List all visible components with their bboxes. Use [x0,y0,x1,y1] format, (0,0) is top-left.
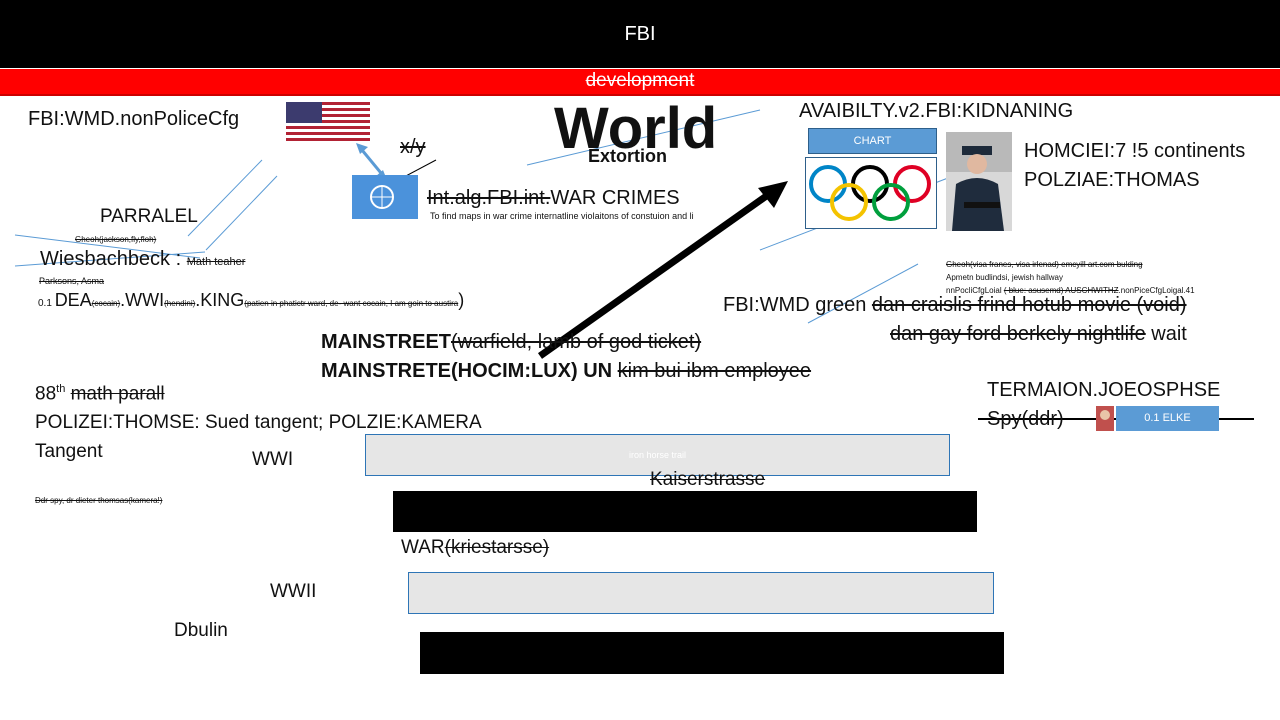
blue-line [205,175,278,251]
war-text: WAR [401,537,445,558]
spy-label: Spy(ddr) [987,408,1064,430]
int-alg-text: Int.alg.FBI.int. [427,187,551,209]
mainstrete-line: MAINSTRETE(HOCIM:LUX) UN kim bui ibm emp… [321,360,811,383]
wwi-label: WWI [252,449,294,470]
wwi-sub: (hendini) [164,299,196,308]
dea-sub: (cocain) [91,299,121,308]
double-arrow-line [360,149,383,174]
dan2-line: dan gay ford berkely nightlife wait [890,323,1187,346]
math-parall: math parall [70,383,165,405]
eighty-eight: 88 [35,383,57,405]
mainstreet-strike: (warfield, lamb of god ticket) [451,331,702,353]
us-flag-icon [286,102,370,141]
mainstrete-text: MAINSTRETE(HOCIM:LUX) UN [321,360,618,382]
grey-box-2 [408,572,994,614]
gheoh-note: Gheoh(jackson,fly,floh) [75,235,157,244]
black-box-1 [393,491,977,532]
eighty-eight-sup: th [56,383,66,395]
wiesbachbeck-line: Wiesbachbeck : Math teaher [40,248,245,271]
fbi-green-line: FBI:WMD green dan craislis frind hotub m… [723,294,1187,317]
extortion-label: Extortion [588,146,667,166]
king-sub: (patien in phatictr ward, de- want cocai… [244,299,459,308]
polizei-label: POLIZEI:THOMSE: Sued tangent; POLZIE:KAM… [35,412,482,433]
eighty-eighth-line: 88th math parall [35,383,165,405]
big-arrow-shaft [537,189,775,359]
iron-horse-box: iron horse trail [365,434,950,476]
nonpoli-strike: ( blue: asusemd) AUSCHWITHZ [1003,286,1119,295]
maps-note: To find maps in war crime internatline v… [430,211,694,221]
mainstrete-strike: kim bui ibm employee [617,360,812,382]
world-title: World [554,96,718,161]
elke-box: 0.1 ELKE [1116,406,1219,431]
king-text: .KING [195,290,245,310]
homciei-label: HOMCIEI:7 !5 continents [1024,140,1246,162]
dan1-text: dan craislis frind hotub movie (void) [871,294,1187,316]
development-label: development [585,70,695,91]
dan2-tail: wait [1145,323,1187,345]
header-title: FBI [624,23,656,45]
blue-line [526,109,761,166]
mainstreet-line: MAINSTREET(warfield, lamb of god ticket) [321,331,701,354]
war-crimes-text: WAR CRIMES [550,187,680,209]
war-crimes-line: Int.alg.FBI.int.WAR CRIMES [427,187,680,210]
arrow-head [356,143,368,154]
police-officer-photo [946,132,1012,231]
war-strike: (kriestarsse) [444,537,550,558]
apmetn-note: Apmetn budlindsi, jewish hallway [946,273,1063,282]
black-box-2 [420,632,1004,674]
dbulin-label: Dbulin [174,620,228,641]
xy-label: x/y [400,136,426,158]
big-arrow-head [758,181,788,208]
blue-line [187,159,263,237]
parralel-label: PARRALEL [100,206,198,227]
dea-line: 0.1 DEA(cocain).WWI(hendini).KING(patien… [38,290,464,311]
fbi-wmd-label: FBI:WMD.nonPoliceCfg [28,108,240,130]
blue-line [14,251,206,267]
polziae-label: POLZIAE:THOMAS [1024,169,1200,191]
wiesbachbeck-text: Wiesbachbeck : [40,248,187,270]
un-flag-icon [352,175,418,219]
termaion-label: TERMAION.JOEOSPHSE [987,379,1221,401]
dea-prefix: 0.1 [38,298,55,309]
math-teacher-text: Math teaher [186,256,246,268]
tangent-label: Tangent [35,441,103,462]
wwii-label: WWII [270,581,317,602]
availability-label: AVAIBILTY.v2.FBI:KIDNANING [799,100,1074,122]
blue-line [807,263,919,324]
ddr-spy-note: Ddr spy, dr dieter thomsas(kamera!) [35,496,163,505]
close-paren: ) [458,290,465,310]
nonpoli-note: nnPocliCfgLoial ( blue: asusemd) AUSCHWI… [946,286,1195,295]
elke-photo [1096,406,1114,431]
parksons-note: Parksons, Asma [39,276,105,286]
dea-text: DEA [54,290,92,310]
dan2-strike: dan gay ford berkely nightlife [890,323,1146,345]
kaiserstrasse-label: Kaiserstrasse [650,469,766,490]
chart-button[interactable]: CHART [808,128,937,154]
development-bar: development [0,69,1280,96]
nonpoli-b: .nonPiceCfgLoigal.41 [1118,286,1195,295]
mainstreet-text: MAINSTREET [321,331,451,353]
olympic-rings-icon [805,157,937,229]
gheoh-visa-note: Gheoh(visa franes, visa irlenad) emcyill… [946,260,1143,269]
wwi-text: .WWI [120,290,165,310]
nonpoli-a: nnPocliCfgLoial [946,286,1004,295]
fbi-green-text: FBI:WMD green [723,294,872,316]
header-bar: FBI [0,0,1280,68]
war-line: WAR(kriestarsse) [401,537,549,559]
